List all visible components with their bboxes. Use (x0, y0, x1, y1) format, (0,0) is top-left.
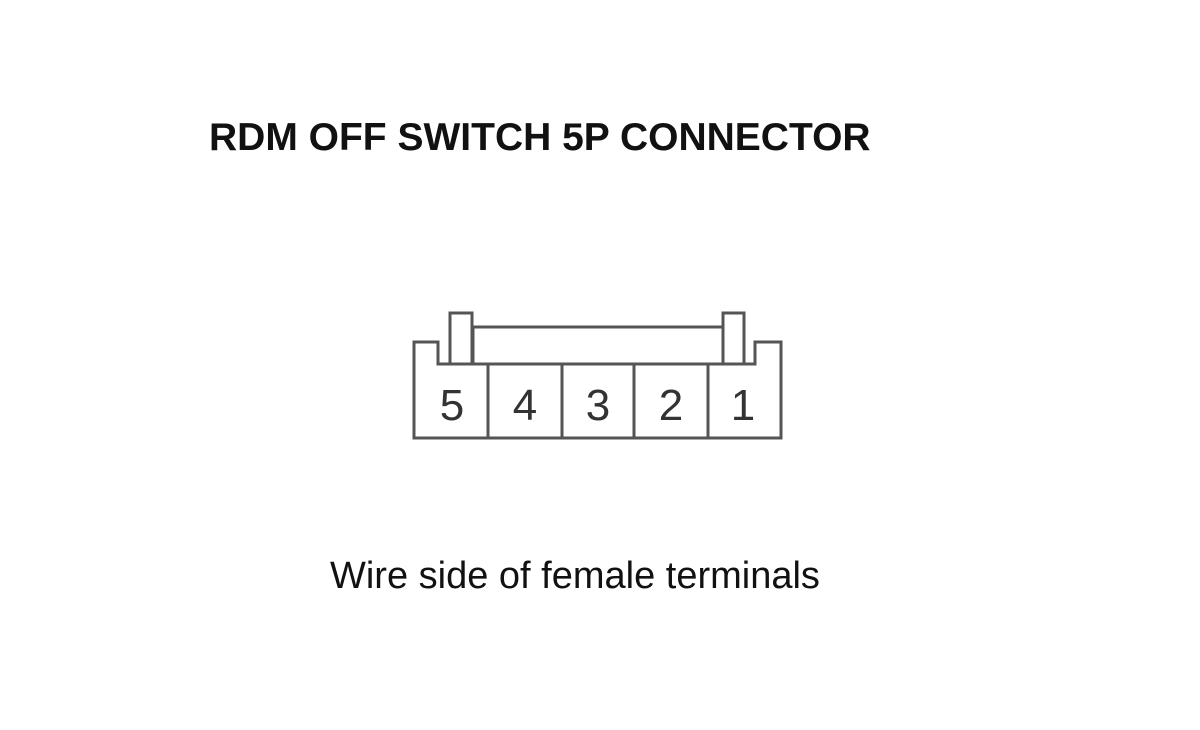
terminal-label: 1 (731, 381, 755, 430)
terminal-label: 3 (586, 381, 610, 430)
diagram-title: RDM OFF SWITCH 5P CONNECTOR (209, 116, 871, 159)
diagram-caption: Wire side of female terminals (330, 555, 820, 597)
left-lock-tab (448, 311, 474, 366)
right-lock-tab (721, 311, 746, 366)
terminal-label: 4 (513, 381, 537, 430)
connector-latch-bar (471, 325, 725, 364)
connector-housing (412, 340, 783, 440)
terminal-label: 2 (659, 381, 683, 430)
terminal-label: 5 (440, 381, 464, 430)
